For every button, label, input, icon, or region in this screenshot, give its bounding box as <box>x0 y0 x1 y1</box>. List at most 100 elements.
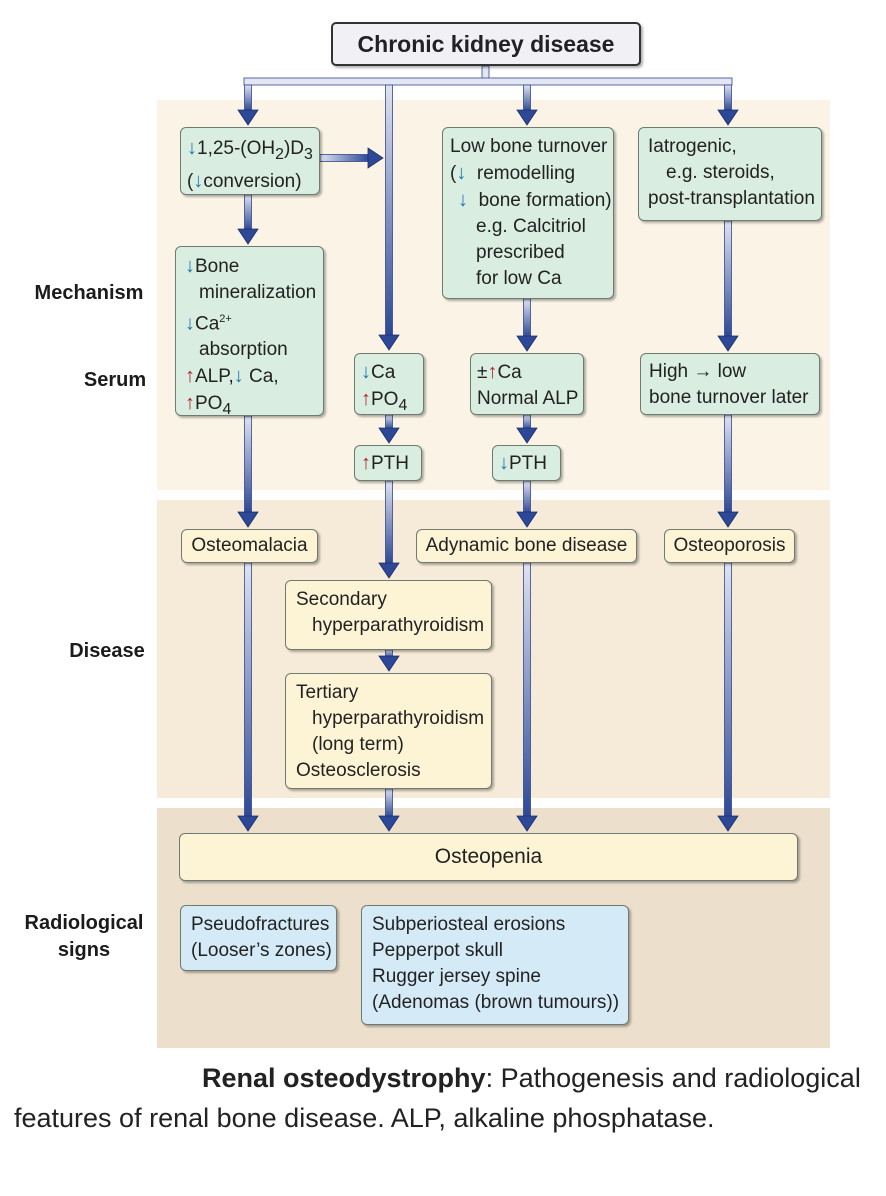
iatrogenic-line2: e.g. steroids, <box>666 162 775 183</box>
secondary-line2: hyperparathyroidism <box>312 615 485 636</box>
arrow-head <box>516 511 538 528</box>
serum-col2-sub: 4 <box>398 396 408 414</box>
arrow-shaft <box>385 480 393 565</box>
caption-rest: : Pathogenesis and radiological features… <box>14 1063 861 1133</box>
radiological-signs-box: Subperiosteal erosions Pepperpot skull R… <box>361 905 629 1025</box>
arrow-head <box>516 427 538 444</box>
down-arrow-icon: ↓ <box>193 169 204 192</box>
arrow-head <box>378 815 400 832</box>
arrow-shaft <box>244 562 252 818</box>
bone-line6-sub: 4 <box>222 401 232 419</box>
arrow-head <box>378 334 400 351</box>
arrow-head <box>367 147 384 169</box>
low-turnover-paren: ( <box>450 163 457 184</box>
vitd-text-a: 1,25-(OH <box>197 138 276 159</box>
low-turnover-line2: remodelling <box>476 163 576 184</box>
arrow-shaft <box>244 415 252 514</box>
signs-line4: (Adenomas (brown tumours)) <box>372 992 620 1013</box>
arrow-head <box>717 511 739 528</box>
label-mechanism: Mechanism <box>34 282 144 304</box>
arrow-head <box>237 815 259 832</box>
arrow-head <box>717 815 739 832</box>
label-radiological: Radiological signs <box>8 910 160 964</box>
vitd-text-b: )D <box>283 138 305 159</box>
serum-col4-line1: High → low <box>649 361 747 382</box>
label-disease: Disease <box>69 640 145 662</box>
adynamic-text: Adynamic bone disease <box>425 535 628 556</box>
label-serum: Serum <box>83 369 147 391</box>
down-arrow-icon: ↓ <box>361 361 371 383</box>
low-turnover-box: Low bone turnover (↓ remodelling ↓ bone … <box>442 127 614 299</box>
serum-col3-pth: PTH <box>509 453 547 474</box>
arrow-head <box>717 109 739 126</box>
osteomalacia-box: Osteomalacia <box>181 529 318 563</box>
vitd-conversion: conversion) <box>203 170 302 192</box>
signs-line1: Subperiosteal erosions <box>372 914 566 935</box>
vitamin-d-box: ↓1,25-(OH2)D3 (↓conversion) <box>180 127 320 195</box>
arrow-shaft <box>724 84 732 112</box>
up-arrow-icon: ↑ <box>361 388 371 410</box>
low-turnover-line5: prescribed <box>476 242 565 263</box>
arrow-head <box>516 335 538 352</box>
figure-caption: Renal osteodystrophy: Pathogenesis and r… <box>14 1058 874 1138</box>
pseudo-line2: (Looser’s zones) <box>191 940 332 961</box>
vitd-paren: ( <box>187 170 194 192</box>
arrow-head <box>237 511 259 528</box>
iatrogenic-box: Iatrogenic, e.g. steroids, post-transpla… <box>638 127 822 221</box>
arrow-head <box>717 335 739 352</box>
tertiary-line3: (long term) <box>312 734 404 755</box>
up-arrow-icon: ↑ <box>185 365 195 388</box>
serum-col3-line1: Ca <box>497 362 522 383</box>
serum-col4-box: High → low bone turnover later <box>640 353 820 415</box>
down-arrow-icon: ↓ <box>456 162 467 184</box>
arrow-shaft <box>724 562 732 818</box>
serum-col2-box: ↓Ca ↑PO4 <box>354 353 424 415</box>
arrow-head <box>378 655 400 672</box>
arrow-shaft <box>523 84 531 112</box>
arrow-shaft <box>385 788 393 818</box>
low-turnover-line6: for low Ca <box>476 268 562 289</box>
arrow-head <box>378 427 400 444</box>
up-arrow-icon: ↑ <box>361 452 371 474</box>
low-turnover-line3: bone formation) <box>478 190 612 211</box>
bone-line4: absorption <box>199 339 288 361</box>
serum-col3-box: ±↑Ca Normal ALP <box>470 353 584 415</box>
arrow-shaft <box>244 194 252 231</box>
arrow-shaft <box>385 84 393 337</box>
adynamic-box: Adynamic bone disease <box>416 529 637 563</box>
title-text: Chronic kidney disease <box>357 31 615 57</box>
label-radiological-line2: signs <box>57 939 111 961</box>
down-arrow-icon: ↓ <box>185 312 195 335</box>
bone-mineralization-box: ↓Bone mineralization ↓Ca2+ absorption ↑A… <box>175 246 324 419</box>
signs-line3: Rugger jersey spine <box>372 966 541 987</box>
vitd-sub-a: 2 <box>275 145 284 163</box>
tertiary-line2: hyperparathyroidism <box>312 708 485 729</box>
low-turnover-line1: Low bone turnover <box>450 136 608 157</box>
vitd-sub-b: 3 <box>304 145 313 163</box>
arrow-shaft <box>319 154 370 162</box>
serum-col2-line1: Ca <box>371 362 396 383</box>
caption-bold: Renal osteodystrophy <box>202 1063 486 1093</box>
pseudofractures-box: Pseudofractures (Looser’s zones) <box>180 905 337 971</box>
secondary-hpt-box: Secondary hyperparathyroidism <box>285 580 492 650</box>
bone-line3: Ca <box>195 313 220 335</box>
down-arrow-icon: ↓ <box>499 452 509 474</box>
serum-col2-pth: PTH <box>371 453 409 474</box>
down-arrow-icon: ↓ <box>458 189 468 211</box>
osteomalacia-text: Osteomalacia <box>191 535 308 556</box>
serum-col3-pm: ± <box>477 362 488 383</box>
secondary-line1: Secondary <box>296 589 387 610</box>
osteopenia-text: Osteopenia <box>434 845 543 868</box>
osteoporosis-box: Osteoporosis <box>664 529 795 563</box>
down-arrow-icon: ↓ <box>185 255 195 277</box>
arrow-shaft <box>523 414 531 430</box>
arrow-shaft <box>724 414 732 514</box>
arrow-head <box>378 562 400 579</box>
serum-col2-pth-box: ↑PTH <box>354 445 422 481</box>
iatrogenic-line3: post-transplantation <box>648 188 815 209</box>
iatrogenic-line1: Iatrogenic, <box>648 136 737 157</box>
connector-bar <box>243 77 733 86</box>
down-arrow-icon: ↓ <box>233 365 244 388</box>
serum-col3-line2: Normal ALP <box>477 388 579 409</box>
